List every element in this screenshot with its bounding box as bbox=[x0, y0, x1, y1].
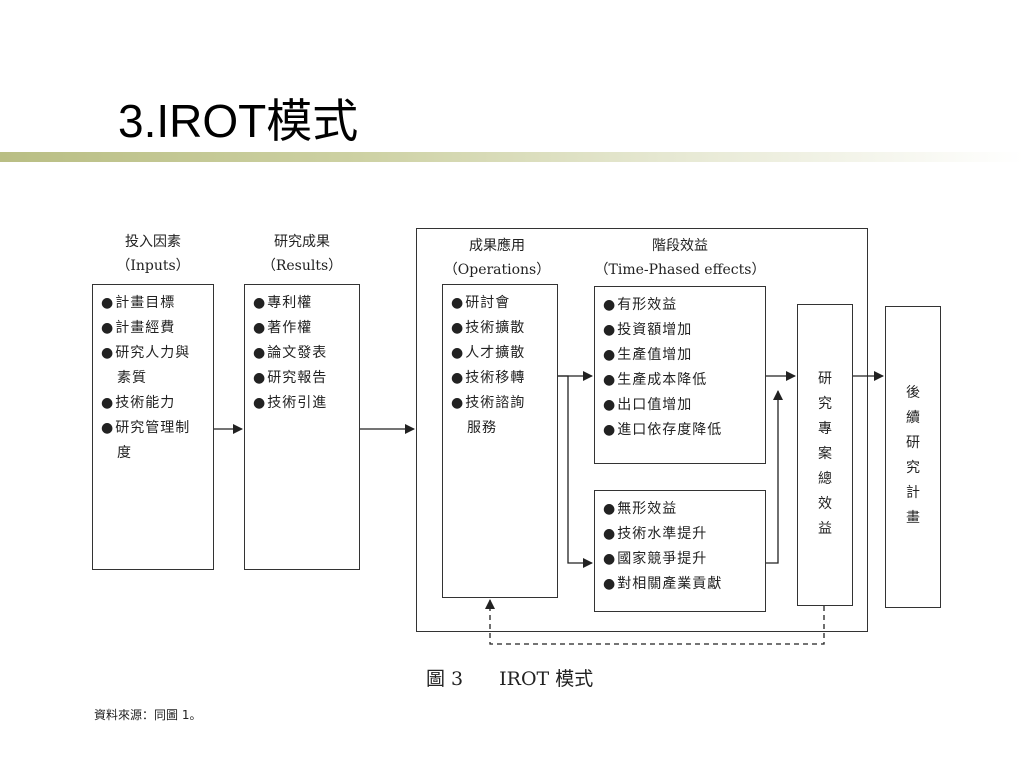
list-item: 研究人力與 bbox=[101, 341, 209, 366]
list-item-continuation: 度 bbox=[117, 445, 132, 461]
list-item: 國家競爭提升 bbox=[603, 547, 761, 572]
list-item: 研討會 bbox=[451, 291, 553, 316]
arrow-intangible-to-total bbox=[766, 390, 783, 564]
list-item: 論文發表 bbox=[253, 341, 355, 366]
list-item: 對相關產業貢獻 bbox=[603, 572, 761, 597]
list-item-continuation: 素質 bbox=[117, 370, 147, 386]
inputs-header: 投入因素 （Inputs） bbox=[92, 230, 214, 278]
total-benefit-box: 研 究 專 案 總 效 益 bbox=[797, 304, 853, 606]
list-item: 技術能力 bbox=[101, 391, 209, 416]
operations-header-en: （Operations） bbox=[443, 262, 551, 278]
source-note: 資料來源：同圖 1。 bbox=[94, 708, 202, 722]
effects-header: 階段效益 （Time-Phased effects） bbox=[590, 234, 770, 282]
results-list: 專利權 著作權 論文發表 研究報告 技術引進 bbox=[245, 285, 359, 416]
operations-frame bbox=[416, 228, 868, 632]
list-item: 進口依存度降低 bbox=[603, 418, 761, 443]
intangible-effects-box: 無形效益 技術水準提升 國家競爭提升 對相關產業貢獻 bbox=[594, 490, 766, 612]
title-divider bbox=[0, 152, 1024, 162]
effects-header-en: （Time-Phased effects） bbox=[594, 262, 766, 278]
list-item: 研究報告 bbox=[253, 366, 355, 391]
list-item: 計畫經費 bbox=[101, 316, 209, 341]
results-box: 專利權 著作權 論文發表 研究報告 技術引進 bbox=[244, 284, 360, 570]
slide-title: 3.IROT模式 bbox=[118, 95, 359, 147]
operations-header-cn: 成果應用 bbox=[469, 238, 525, 254]
inputs-box: 計畫目標 計畫經費 研究人力與 素質 技術能力 研究管理制 度 bbox=[92, 284, 214, 570]
operations-box: 研討會 技術擴散 人才擴散 技術移轉 技術諮詢 服務 bbox=[442, 284, 558, 598]
effects-header-cn: 階段效益 bbox=[652, 238, 708, 254]
inputs-header-en: （Inputs） bbox=[116, 258, 190, 274]
figure-label: 圖 3 bbox=[426, 668, 464, 690]
results-header-en: （Results） bbox=[261, 258, 343, 274]
total-benefit-label: 研 究 專 案 總 效 益 bbox=[818, 371, 832, 537]
operations-header: 成果應用 （Operations） bbox=[436, 234, 558, 282]
list-item: 技術移轉 bbox=[451, 366, 553, 391]
list-item-continuation: 服務 bbox=[467, 420, 497, 436]
tangible-effects-box: 有形效益 投資額增加 生產值增加 生產成本降低 出口值增加 進口依存度降低 bbox=[594, 286, 766, 464]
list-item: 出口值增加 bbox=[603, 393, 761, 418]
figure-title: IROT 模式 bbox=[499, 668, 594, 690]
follow-up-label: 後 續 研 究 計 畫 bbox=[906, 385, 920, 526]
operations-list: 研討會 技術擴散 人才擴散 技術移轉 技術諮詢 服務 bbox=[443, 285, 557, 441]
list-item: 投資額增加 bbox=[603, 318, 761, 343]
inputs-list: 計畫目標 計畫經費 研究人力與 素質 技術能力 研究管理制 度 bbox=[93, 285, 213, 466]
list-item: 研究管理制 bbox=[101, 416, 209, 441]
arrow-operations-to-intangible bbox=[558, 375, 593, 568]
follow-up-box: 後 續 研 究 計 畫 bbox=[885, 306, 941, 608]
list-item: 技術擴散 bbox=[451, 316, 553, 341]
list-item: 有形效益 bbox=[603, 293, 761, 318]
list-item: 技術水準提升 bbox=[603, 522, 761, 547]
list-item: 生產成本降低 bbox=[603, 368, 761, 393]
list-item: 生產值增加 bbox=[603, 343, 761, 368]
list-item: 著作權 bbox=[253, 316, 355, 341]
feedback-loop-arrow bbox=[485, 599, 825, 645]
inputs-header-cn: 投入因素 bbox=[125, 234, 181, 250]
intangible-effects-list: 無形效益 技術水準提升 國家競爭提升 對相關產業貢獻 bbox=[595, 491, 765, 597]
results-header-cn: 研究成果 bbox=[274, 234, 330, 250]
list-item: 專利權 bbox=[253, 291, 355, 316]
list-item: 技術引進 bbox=[253, 391, 355, 416]
list-item: 人才擴散 bbox=[451, 341, 553, 366]
figure-caption: 圖 3 IROT 模式 bbox=[426, 664, 593, 691]
list-item: 計畫目標 bbox=[101, 291, 209, 316]
list-item: 技術諮詢 bbox=[451, 391, 553, 416]
results-header: 研究成果 （Results） bbox=[244, 230, 360, 278]
list-item: 無形效益 bbox=[603, 497, 761, 522]
tangible-effects-list: 有形效益 投資額增加 生產值增加 生產成本降低 出口值增加 進口依存度降低 bbox=[595, 287, 765, 443]
